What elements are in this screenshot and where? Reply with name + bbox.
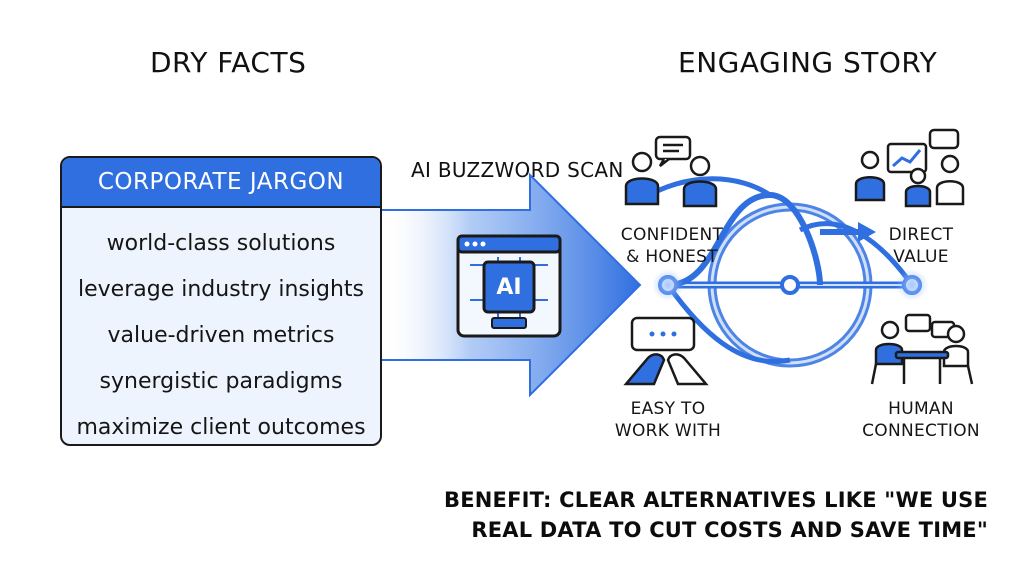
dry-facts-heading: DRY FACTS — [150, 46, 307, 79]
confident-honest-label: CONFIDENT & HONEST — [620, 225, 724, 267]
team-growth-chart-icon — [854, 128, 965, 208]
list-item: leverage industry insights — [78, 276, 364, 302]
direct-value-label: DIRECT VALUE — [888, 225, 954, 267]
easy-to-work-with-label: EASY TO WORK WITH — [614, 399, 722, 441]
people-talking-icon — [624, 135, 718, 208]
jargon-list: world-class solutions leverage industry … — [62, 208, 380, 444]
list-item: synergistic paradigms — [99, 368, 343, 394]
list-item: value-driven metrics — [107, 322, 335, 348]
engaging-story-heading: ENGAGING STORY — [678, 46, 938, 79]
list-item: world-class solutions — [106, 230, 336, 256]
list-item: maximize client outcomes — [76, 414, 366, 440]
human-connection-label: HUMAN CONNECTION — [862, 399, 980, 441]
ai-chip-window-icon — [456, 234, 562, 338]
handshake-icon — [623, 316, 709, 386]
corporate-jargon-card: CORPORATE JARGON world-class solutions l… — [60, 156, 382, 446]
ai-chip-label: AI — [496, 274, 522, 300]
corporate-jargon-title: CORPORATE JARGON — [62, 158, 380, 208]
ai-buzzword-scan-label: AI BUZZWORD SCAN — [411, 158, 624, 182]
people-at-table-icon — [870, 313, 974, 385]
node-dot-center — [780, 275, 800, 295]
benefit-statement: BENEFIT: CLEAR ALTERNATIVES LIKE "WE USE… — [444, 488, 988, 542]
